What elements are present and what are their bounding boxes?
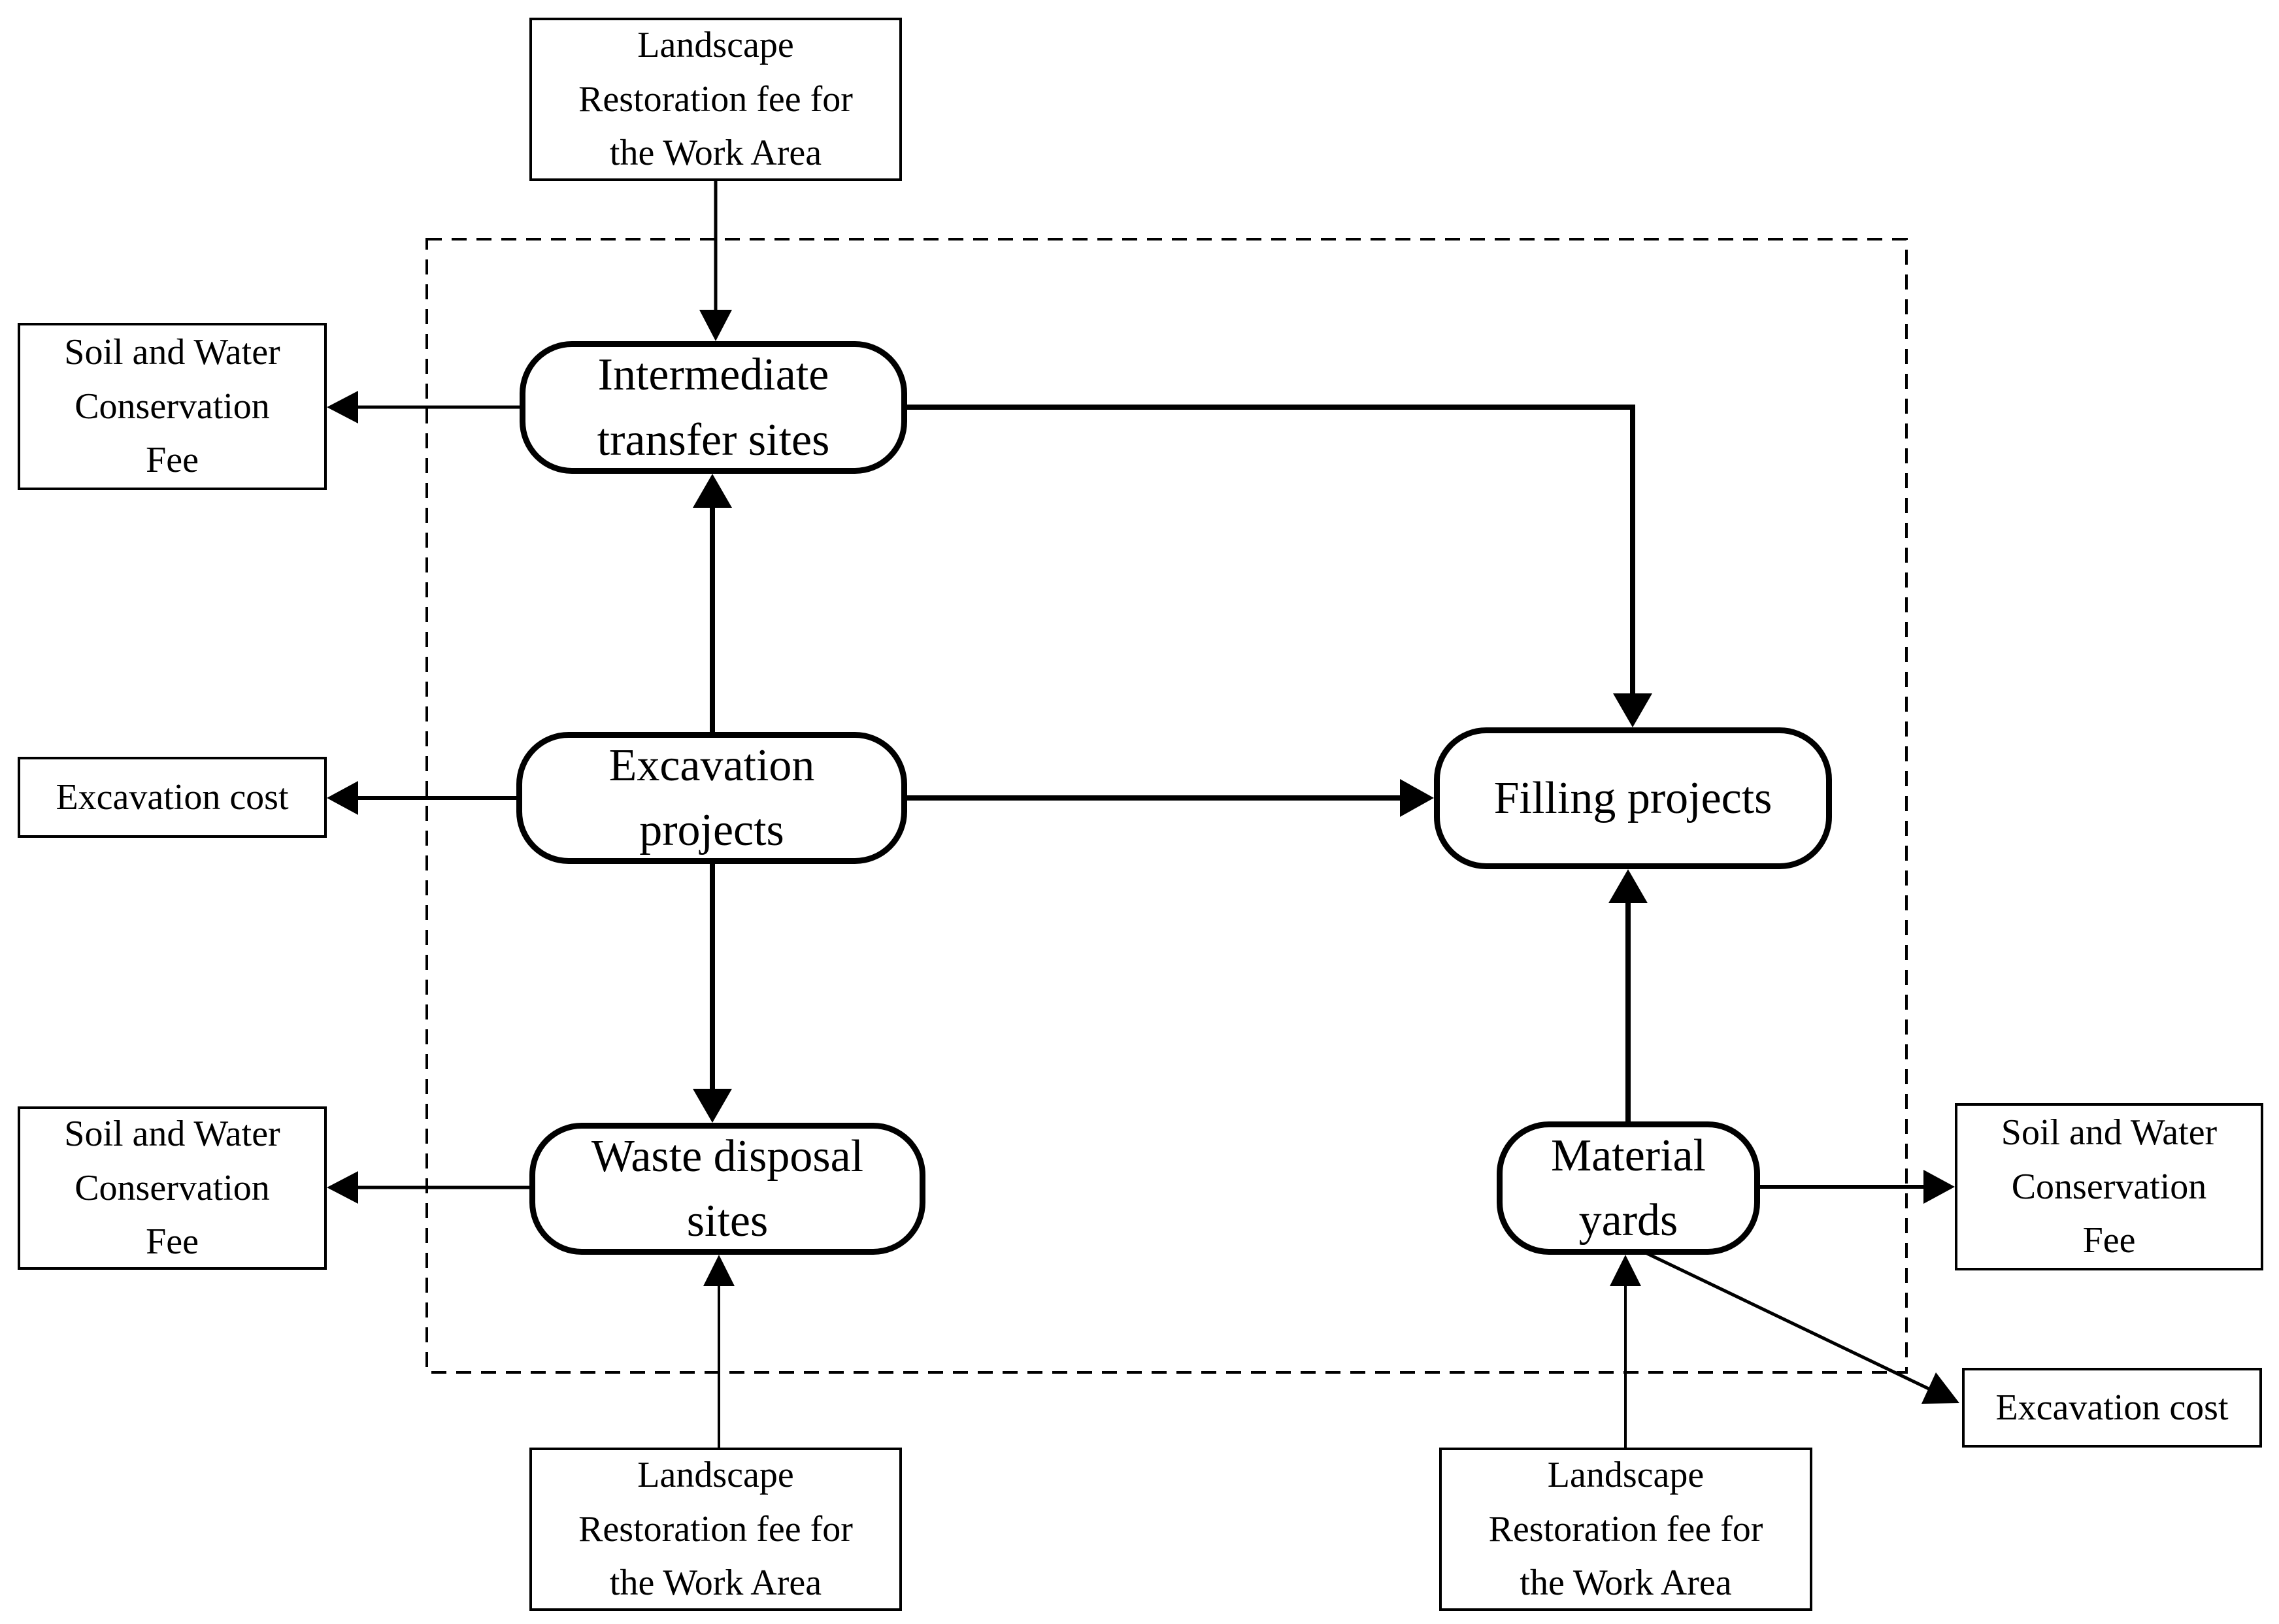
box-excavation-cost-right-label: Excavation cost xyxy=(1995,1387,2229,1428)
node-intermediate-transfer-sites-label: Intermediate transfer sites xyxy=(597,350,830,465)
box-soil-water-fee-right: Soil and Water Conservation Fee xyxy=(1955,1103,2263,1270)
arrow-material-to-filling xyxy=(1608,869,1648,1121)
node-waste-disposal-sites: Waste disposal sites xyxy=(529,1123,925,1255)
arrow-intermediate-to-soilwater-left xyxy=(327,391,520,423)
box-soil-water-fee-left-bottom: Soil and Water Conservation Fee xyxy=(18,1106,327,1270)
arrow-waste-to-soilwater-left-bottom xyxy=(327,1171,529,1204)
box-excavation-cost-left-label: Excavation cost xyxy=(56,776,289,818)
arrow-landscapefee-to-waste xyxy=(703,1255,735,1448)
node-filling-projects-label: Filling projects xyxy=(1493,772,1772,823)
box-excavation-cost-right: Excavation cost xyxy=(1962,1368,2262,1448)
node-excavation-projects-label: Excavation projects xyxy=(608,740,815,855)
box-landscape-restoration-fee-top-label: Landscape Restoration fee for the Work A… xyxy=(578,24,853,174)
box-landscape-restoration-fee-top: Landscape Restoration fee for the Work A… xyxy=(529,18,902,181)
box-soil-water-fee-left-top: Soil and Water Conservation Fee xyxy=(18,323,327,490)
arrow-excavation-to-waste xyxy=(693,864,732,1123)
box-soil-water-fee-right-label: Soil and Water Conservation Fee xyxy=(2001,1112,2218,1261)
node-filling-projects: Filling projects xyxy=(1434,727,1832,869)
arrow-landscapefee-to-intermediate xyxy=(699,181,732,341)
box-landscape-restoration-fee-bottom-left: Landscape Restoration fee for the Work A… xyxy=(529,1448,902,1611)
box-soil-water-fee-left-bottom-label: Soil and Water Conservation Fee xyxy=(64,1113,280,1263)
box-landscape-restoration-fee-bottom-right-label: Landscape Restoration fee for the Work A… xyxy=(1488,1454,1763,1604)
arrow-excavation-to-intermediate xyxy=(693,474,732,732)
arrow-intermediate-to-filling xyxy=(907,405,1652,727)
box-landscape-restoration-fee-bottom-right: Landscape Restoration fee for the Work A… xyxy=(1439,1448,1812,1611)
arrow-landscapefee-to-material xyxy=(1610,1255,1641,1448)
box-soil-water-fee-left-top-label: Soil and Water Conservation Fee xyxy=(64,331,280,481)
node-excavation-projects: Excavation projects xyxy=(516,732,907,864)
box-landscape-restoration-fee-bottom-left-label: Landscape Restoration fee for the Work A… xyxy=(578,1454,853,1604)
arrow-excavation-to-filling xyxy=(907,779,1434,817)
system-boundary-dashed-rect xyxy=(425,238,1908,1374)
box-excavation-cost-left: Excavation cost xyxy=(18,757,327,838)
node-waste-disposal-sites-label: Waste disposal sites xyxy=(591,1131,864,1246)
node-material-yards-label: Material yards xyxy=(1550,1130,1706,1246)
arrow-material-to-excavationcost-right xyxy=(1646,1251,1959,1404)
node-material-yards: Material yards xyxy=(1497,1121,1760,1255)
arrow-material-to-soilwater-right xyxy=(1760,1170,1955,1204)
node-intermediate-transfer-sites: Intermediate transfer sites xyxy=(520,341,907,474)
arrow-excavation-to-excavationcost-left xyxy=(327,781,516,815)
